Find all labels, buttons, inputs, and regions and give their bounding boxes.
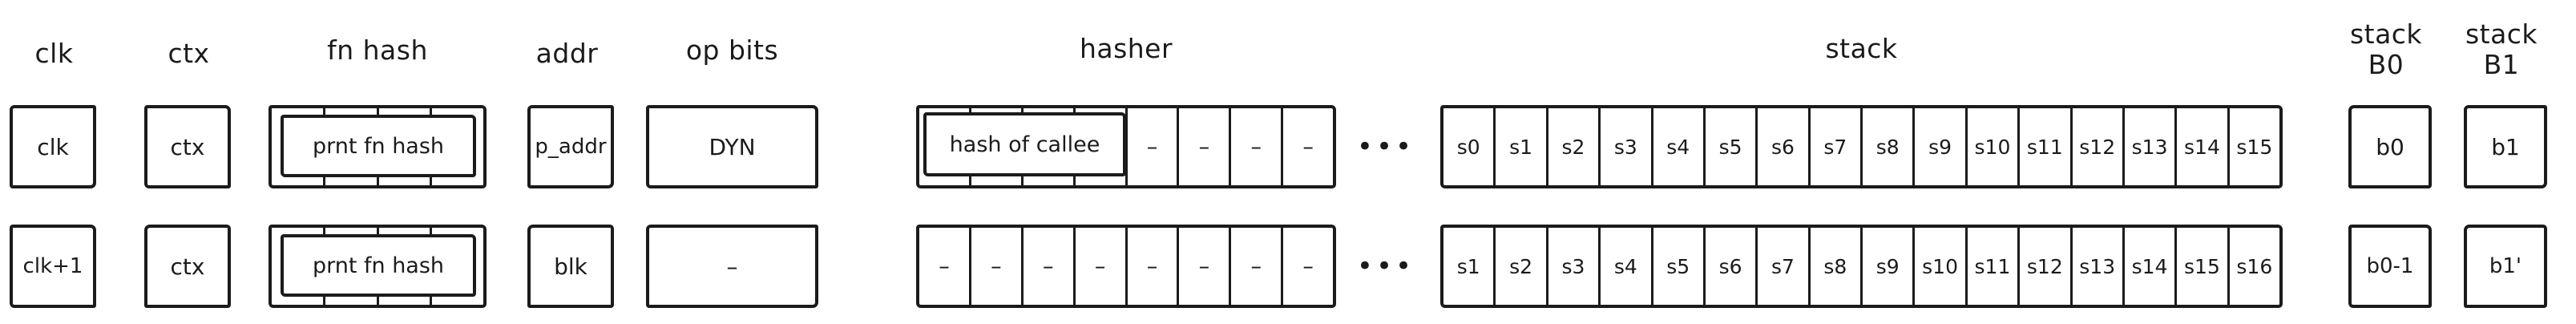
column-header-ctx: ctx: [168, 38, 210, 69]
hasher-segment: –: [1231, 108, 1284, 185]
stack-cell: s11: [2020, 108, 2073, 185]
stack-cell: s6: [1706, 228, 1758, 305]
stack-cell: s3: [1601, 108, 1653, 185]
overlay-hash-of-callee-row1: hash of callee: [923, 112, 1126, 176]
stack-cell: s4: [1601, 228, 1653, 305]
column-header-stack-b1: stack B1: [2465, 18, 2538, 80]
cell-stack-b1-row2: b1': [2464, 225, 2547, 308]
stack-cell: s13: [2073, 228, 2125, 305]
stack-cell: s16: [2236, 254, 2273, 278]
stack-cell: s7: [1758, 228, 1811, 305]
column-header-clk: clk: [34, 38, 74, 69]
stack-cell: s9: [1863, 228, 1916, 305]
column-header-stack: stack: [1825, 33, 1898, 64]
stack-cell: s4: [1653, 108, 1706, 185]
stack-cell: s12: [2073, 108, 2125, 185]
hasher-segment: –: [1231, 228, 1284, 305]
cell-addr-row2: blk: [527, 225, 614, 308]
column-header-addr: addr: [535, 38, 599, 69]
cell-addr-row1: p_addr: [527, 105, 614, 188]
stack-cell: s14: [2177, 108, 2230, 185]
hasher-segment: –: [1179, 228, 1232, 305]
cell-op-bits-row1: DYN: [646, 105, 818, 188]
stack-cell: s12: [2020, 228, 2073, 305]
column-header-fn-hash: fn hash: [327, 34, 428, 66]
hasher-segment: –: [1302, 134, 1314, 160]
stack-cell: s10: [1968, 108, 2021, 185]
stack-leading-ellipsis-row1: •••: [1356, 131, 1415, 163]
hasher-segment: –: [1128, 108, 1180, 185]
hasher-segment: –: [1128, 228, 1180, 305]
stack-cell: s8: [1811, 228, 1863, 305]
stack-cell: s10: [1915, 228, 1968, 305]
hasher-segment: –: [1024, 228, 1076, 305]
cell-stack-b1-row1: b1: [2464, 105, 2547, 188]
hasher-segment: –: [1302, 253, 1314, 279]
hasher-segment: –: [1179, 108, 1232, 185]
overlay-prnt-fn-hash-row1: prnt fn hash: [281, 115, 476, 177]
cell-stack-b0-row1: b0: [2348, 105, 2432, 188]
strip-stack-row1: s0 s1 s2 s3 s4 s5 s6 s7 s8 s9 s10 s11 s1…: [1440, 105, 2283, 188]
stack-cell: s1: [1496, 108, 1548, 185]
column-header-op-bits: op bits: [685, 34, 779, 66]
stack-cell: s1: [1443, 228, 1496, 305]
cell-clk-row2: clk+1: [10, 225, 96, 308]
overlay-prnt-fn-hash-row2: prnt fn hash: [281, 234, 476, 297]
stack-cell: s2: [1496, 228, 1548, 305]
stack-cell: s11: [1968, 228, 2021, 305]
hasher-segment: –: [971, 228, 1024, 305]
strip-hasher-row2: – – – – – – – –: [916, 225, 1336, 308]
stack-cell: s14: [2125, 228, 2178, 305]
stack-cell: s0: [1443, 108, 1496, 185]
stack-cell: s13: [2125, 108, 2178, 185]
stack-cell: s8: [1863, 108, 1916, 185]
stack-cell: s5: [1653, 228, 1706, 305]
stack-cell: s3: [1548, 228, 1601, 305]
hasher-segment: –: [919, 228, 971, 305]
stack-cell: s5: [1706, 108, 1758, 185]
cell-stack-b0-row2: b0-1: [2348, 225, 2432, 308]
stack-cell: s2: [1548, 108, 1601, 185]
cell-ctx-row1: ctx: [144, 105, 231, 188]
hasher-segment: [1076, 108, 1128, 185]
column-header-stack-b0: stack B0: [2349, 18, 2423, 80]
stack-cell: s15: [2177, 228, 2230, 305]
stack-cell: s9: [1915, 108, 1968, 185]
cell-ctx-row2: ctx: [144, 225, 231, 308]
stack-cell: s15: [2236, 135, 2273, 159]
stack-cell: s7: [1811, 108, 1863, 185]
stack-cell: s6: [1758, 108, 1811, 185]
strip-stack-row2: s1 s2 s3 s4 s5 s6 s7 s8 s9 s10 s11 s12 s…: [1440, 225, 2283, 308]
cell-op-bits-row2: –: [646, 225, 818, 308]
column-header-hasher: hasher: [1079, 33, 1173, 64]
hasher-segment: –: [1076, 228, 1128, 305]
stack-leading-ellipsis-row2: •••: [1356, 250, 1415, 282]
cell-clk-row1: clk: [10, 105, 96, 188]
